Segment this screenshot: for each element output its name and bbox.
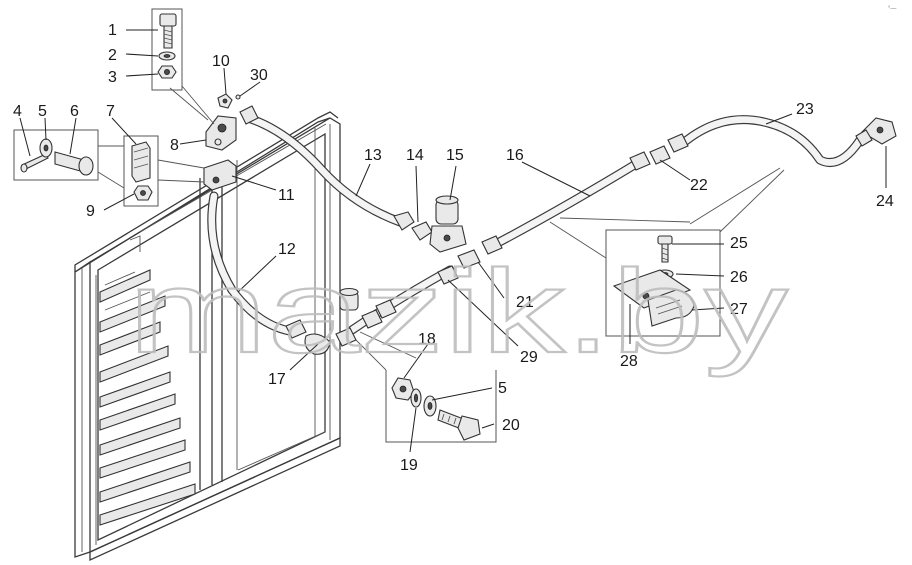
label-7: 7 (106, 103, 115, 120)
pin-assembly (13, 129, 205, 207)
label-8: 8 (170, 137, 179, 154)
label-5b: 5 (498, 380, 507, 397)
bracket-assembly (151, 8, 241, 191)
label-1: 1 (108, 22, 117, 39)
label-23: 23 (796, 101, 814, 118)
label-27: 27 (730, 301, 748, 318)
bolt-kit (355, 331, 497, 443)
label-19: 19 (400, 457, 418, 474)
hose-fittings (239, 105, 897, 355)
label-9: 9 (86, 203, 95, 220)
label-3: 3 (108, 69, 117, 86)
label-30: 30 (250, 67, 268, 84)
label-4: 4 (13, 103, 22, 120)
label-17: 17 (268, 371, 286, 388)
label-22: 22 (690, 177, 708, 194)
radiator-louvers (99, 269, 196, 526)
label-2: 2 (108, 47, 117, 64)
label-6: 6 (70, 103, 79, 120)
label-26: 26 (730, 269, 748, 286)
part-labels: 1 2 3 4 5 6 7 8 9 10 11 12 13 14 15 16 1… (13, 22, 894, 474)
label-14: 14 (406, 147, 424, 164)
label-10: 10 (212, 53, 230, 70)
label-16: 16 (506, 147, 524, 164)
label-15: 15 (446, 147, 464, 164)
hose-lines (207, 113, 883, 337)
label-29: 29 (520, 349, 538, 366)
label-5: 5 (38, 103, 47, 120)
corner-mark: °— (888, 6, 896, 12)
label-25: 25 (730, 235, 748, 252)
watermark-text: mazik.by (128, 246, 788, 378)
label-18: 18 (418, 331, 436, 348)
bracket-kit (549, 167, 785, 337)
label-21: 21 (516, 294, 534, 311)
label-28: 28 (620, 353, 638, 370)
leader-lines (19, 29, 887, 453)
label-24: 24 (876, 193, 894, 210)
label-20: 20 (502, 417, 520, 434)
label-13: 13 (364, 147, 382, 164)
label-12: 12 (278, 241, 296, 258)
label-11: 11 (278, 187, 295, 204)
